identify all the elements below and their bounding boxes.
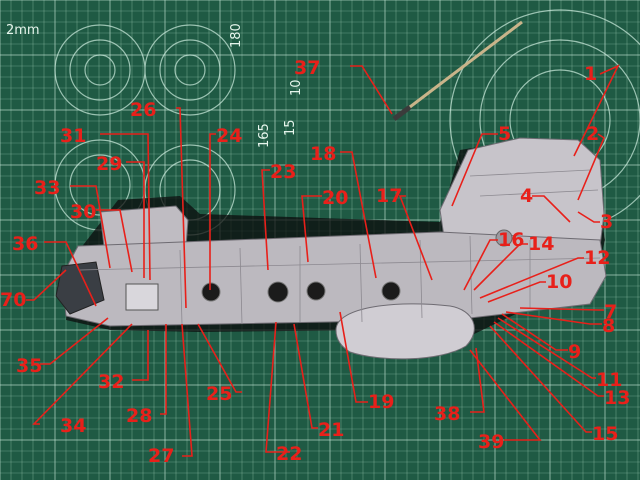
window (201, 282, 221, 302)
callout-34: 34 (60, 415, 86, 437)
callout-2: 2 (586, 123, 599, 145)
callout-29: 29 (96, 153, 122, 175)
callout-39: 39 (478, 431, 504, 453)
callout-14: 14 (528, 233, 554, 255)
window (381, 281, 401, 301)
callout-8: 8 (602, 315, 615, 337)
callout-7: 7 (604, 301, 617, 323)
callout-22: 22 (276, 443, 302, 465)
callout-5: 5 (498, 123, 511, 145)
sponson (335, 303, 475, 360)
mat-ruler-label: 180 (229, 23, 244, 48)
callout-11: 11 (596, 369, 622, 391)
callout-32: 32 (98, 371, 124, 393)
callout-36: 36 (12, 233, 38, 255)
callout-10: 10 (546, 271, 572, 293)
callout-16: 16 (498, 229, 524, 251)
callout-15: 15 (592, 423, 618, 445)
callout-21: 21 (318, 419, 344, 441)
callout-18: 18 (310, 143, 336, 165)
callout-19: 19 (368, 391, 394, 413)
mat-ruler-label: 15 (283, 119, 298, 136)
paintbrush (397, 20, 523, 118)
cockpit-window (55, 261, 105, 315)
mat-ruler-label: 165 (257, 123, 272, 148)
window (306, 281, 326, 301)
callout-38: 38 (434, 403, 460, 425)
mat-brand-text: 2mm (6, 23, 40, 38)
callout-4: 4 (520, 185, 533, 207)
callout-24: 24 (216, 125, 242, 147)
callout-26: 26 (130, 99, 156, 121)
callout-28: 28 (126, 405, 152, 427)
callout-13: 13 (604, 387, 630, 409)
callout-20: 20 (322, 187, 348, 209)
mat-ruler-label: 10 (289, 79, 304, 96)
panel-lines (79, 169, 601, 325)
callout-30: 30 (70, 201, 96, 223)
callout-3: 3 (600, 211, 613, 233)
callout-37: 37 (294, 57, 320, 79)
callout-31: 31 (60, 125, 86, 147)
callout-27: 27 (148, 445, 174, 467)
callout-17: 17 (376, 185, 402, 207)
door-panel (125, 283, 159, 311)
callout-12: 12 (584, 247, 610, 269)
callout-9: 9 (568, 341, 581, 363)
callout-leaders (26, 64, 620, 457)
callout-70: 70 (0, 289, 26, 311)
window (495, 229, 513, 247)
callout-labels: 1 2 3 4 5 7 8 9 10 11 12 13 14 15 16 17 … (0, 57, 630, 467)
paintbrush-tip (392, 105, 412, 121)
window (267, 281, 289, 303)
callout-23: 23 (270, 161, 296, 183)
callout-35: 35 (16, 355, 42, 377)
callout-33: 33 (34, 177, 60, 199)
callout-1: 1 (584, 63, 597, 85)
helicopter-model (55, 137, 607, 360)
callout-25: 25 (206, 383, 232, 405)
